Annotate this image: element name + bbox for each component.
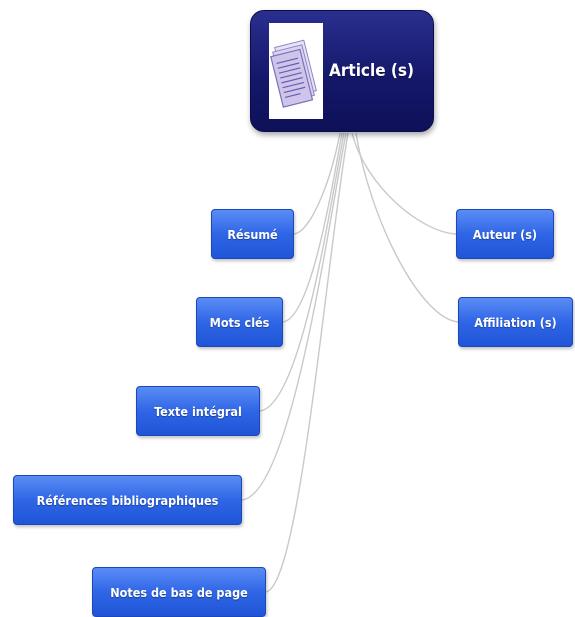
connector-references [241,132,347,501]
topic-auteur[interactable]: Auteur (s) [456,209,554,259]
document-stack-icon [269,23,323,119]
topic-references-bibliographiques[interactable]: Références bibliographiques [13,475,242,525]
connector-notes [265,132,349,593]
topic-label: Mots clés [209,314,270,330]
connector-auteur [351,132,457,235]
root-label: Article (s) [329,61,415,81]
topic-texte-integral[interactable]: Texte intégral [136,386,260,436]
topic-label: Notes de bas de page [110,584,248,600]
root-node-article[interactable]: Article (s) [250,10,434,132]
topic-notes-de-bas-de-page[interactable]: Notes de bas de page [92,567,266,617]
connector-mots-cles [282,132,343,323]
topic-affiliation[interactable]: Affiliation (s) [458,297,573,347]
topic-label: Résumé [227,226,278,242]
topic-label: Texte intégral [154,403,242,419]
topic-label: Affiliation (s) [474,314,557,330]
topic-label: Auteur (s) [472,226,538,242]
topic-mots-cles[interactable]: Mots clés [196,297,283,347]
connector-affiliation [355,132,459,323]
topic-label: Références bibliographiques [36,492,219,508]
connector-texte-integral [259,132,345,412]
connector-resume [293,132,341,235]
topic-resume[interactable]: Résumé [211,209,294,259]
